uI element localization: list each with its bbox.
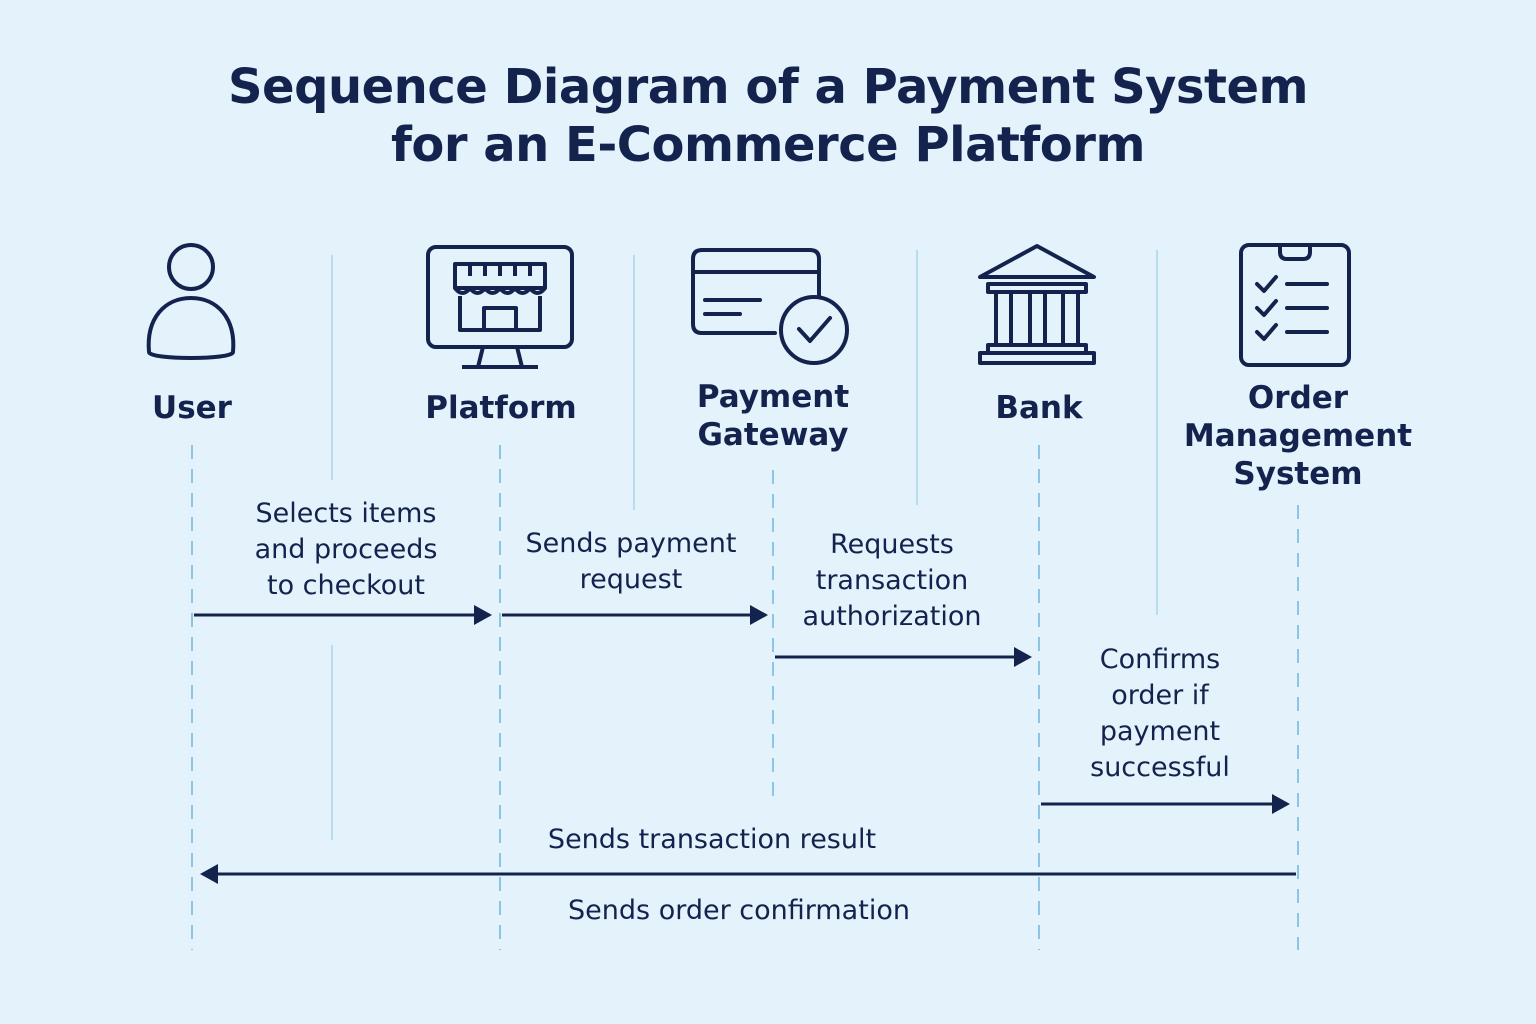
label-line: Gateway — [697, 417, 849, 453]
label-line: Bank — [995, 390, 1083, 426]
checklist-clipboard-icon — [1239, 243, 1351, 367]
message-arrows — [194, 605, 1296, 884]
participant-label-user: User — [152, 389, 232, 427]
label-line: authorization — [802, 601, 982, 632]
label-line: payment — [1099, 716, 1221, 747]
label-line: User — [152, 390, 232, 426]
bank-icon — [978, 244, 1096, 365]
label-line: Management — [1183, 418, 1413, 454]
participant-label-bank: Bank — [995, 389, 1082, 427]
label-line: Platform — [425, 390, 577, 426]
title-line-1: Sequence Diagram of a Payment System — [227, 59, 1309, 115]
label-line: order if — [1111, 680, 1209, 711]
label-line: and proceeds — [254, 534, 438, 565]
participant-label-order-management-system: Order Management System — [1184, 379, 1412, 493]
credit-card-check-icon — [691, 248, 849, 365]
label-line: Sends order confirmation — [568, 895, 910, 926]
label-line: Payment — [696, 379, 850, 415]
label-line: to checkout — [266, 570, 425, 601]
column-separators — [331, 250, 1158, 840]
storefront-monitor-icon — [426, 245, 574, 369]
label-line: System — [1233, 456, 1363, 492]
message-label-order-confirmation: Sends order confirmation — [568, 893, 910, 929]
label-line: Selects items — [255, 498, 437, 529]
message-label-transaction-result: Sends transaction result — [548, 822, 876, 858]
message-label-select-items: Selects items and proceeds to checkout — [255, 496, 438, 604]
message-label-authorization: Requests transaction authorization — [803, 527, 982, 635]
label-line: Confirms — [1099, 644, 1221, 675]
diagram-title: Sequence Diagram of a Payment System for… — [0, 58, 1536, 174]
label-line: successful — [1090, 752, 1230, 783]
arrowhead — [1014, 647, 1032, 667]
message-label-payment-request: Sends payment request — [526, 526, 737, 598]
arrowhead — [1272, 794, 1290, 814]
user-icon — [146, 243, 236, 360]
arrowhead — [750, 605, 768, 625]
lifelines — [191, 445, 1299, 950]
label-line: request — [579, 564, 683, 595]
label-line: Sends payment — [525, 528, 737, 559]
participant-label-payment-gateway: Payment Gateway — [697, 378, 849, 454]
participant-label-platform: Platform — [425, 389, 576, 427]
arrowhead — [200, 864, 218, 884]
label-line: Order — [1247, 380, 1349, 416]
message-label-confirm-order: Confirms order if payment successful — [1090, 642, 1230, 786]
label-line: transaction — [815, 565, 969, 596]
label-line: Requests — [830, 529, 954, 560]
title-line-2: for an E-Commerce Platform — [391, 117, 1145, 173]
arrowhead — [474, 605, 492, 625]
label-line: Sends transaction result — [547, 824, 877, 855]
